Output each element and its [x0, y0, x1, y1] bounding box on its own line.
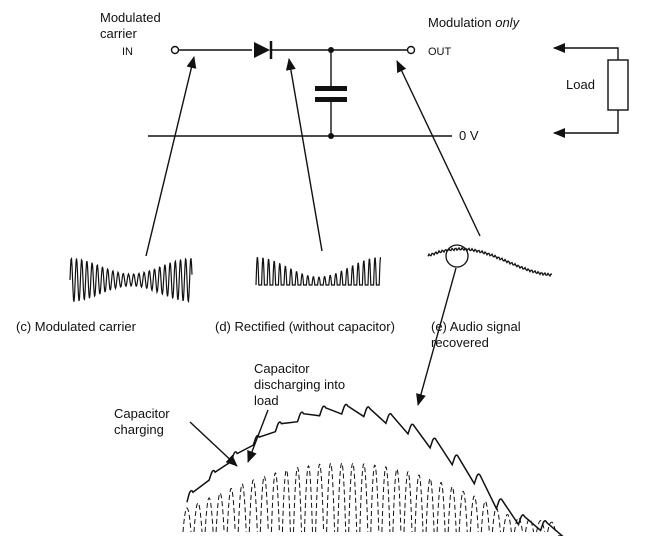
ground-label: 0 V: [459, 128, 479, 143]
carrier-half-cycle: [270, 472, 280, 533]
carrier-half-cycle: [491, 507, 501, 533]
carrier-half-cycle: [326, 462, 336, 533]
capacitor-plate-bottom: [315, 97, 347, 102]
input-label: Modulated carrier: [100, 10, 161, 41]
carrier-half-cycle: [536, 520, 546, 533]
carrier-half-cycle: [425, 478, 435, 533]
charging-label: Capacitor charging: [114, 406, 170, 437]
carrier-half-cycle: [315, 463, 325, 533]
load-label: Load: [566, 77, 595, 92]
carrier-half-cycle: [281, 469, 291, 533]
carrier-half-cycle: [381, 466, 391, 533]
rectified-trace: [255, 257, 381, 286]
carrier-half-cycle: [182, 507, 192, 533]
carrier-half-cycle: [414, 474, 424, 533]
load-resistor: [607, 59, 629, 111]
envelope-sawtooth: [186, 403, 564, 536]
carrier-half-cycle: [337, 462, 347, 533]
carrier-half-cycle: [348, 462, 358, 533]
capacitor-plate-top: [315, 86, 347, 91]
carrier-half-cycle: [525, 518, 534, 533]
carrier-half-cycle: [514, 517, 523, 533]
magnify-arrow: [416, 267, 457, 406]
carrier-half-cycle: [193, 502, 203, 533]
carrier-half-cycle: [458, 491, 468, 533]
carrier-half-cycle: [480, 500, 490, 533]
carrier-half-cycle: [215, 492, 225, 533]
rectified-waveform: [255, 257, 381, 286]
modulated-carrier-waveform: [69, 257, 193, 304]
pointer-arrow-d: [285, 58, 323, 252]
carrier-half-cycle: [304, 465, 313, 533]
discharging-label: Capacitor discharging into load: [254, 361, 346, 408]
carrier-half-cycle: [204, 497, 214, 533]
out-terminal-label: OUT: [428, 46, 452, 58]
output-label-text: Modulation: [428, 15, 496, 30]
carrier-half-cycle: [502, 514, 512, 533]
carrier-half-cycle: [293, 467, 302, 533]
diode-symbol: [254, 42, 270, 58]
caption-modulated-carrier: (c) Modulated carrier: [16, 319, 136, 334]
carrier-half-cycle: [436, 481, 446, 533]
caption-audio-signal: (e) Audio signal recovered: [431, 319, 521, 350]
carrier-trace: [69, 257, 193, 304]
caption-rectified: (d) Rectified (without capacitor): [215, 319, 395, 334]
out-terminal-dot: [406, 45, 416, 55]
carrier-half-cycle: [370, 464, 380, 533]
carrier-half-cycle: [447, 486, 457, 533]
charging-arrow: [189, 421, 238, 467]
load-lead-bottom: [553, 110, 619, 138]
pointer-arrow-c: [145, 56, 197, 257]
carrier-half-cycle: [469, 495, 479, 533]
output-label: Modulation only: [428, 15, 519, 31]
load-lead-top: [553, 43, 619, 60]
carrier-half-cycle: [237, 483, 247, 533]
detail-sawtooth-waveform: [182, 403, 564, 536]
in-terminal-dot: [170, 45, 180, 55]
carrier-half-cycle: [248, 479, 258, 533]
in-terminal-label: IN: [122, 46, 133, 58]
junction-dot: [328, 47, 334, 53]
carrier-half-cycle: [403, 471, 413, 533]
carrier-half-cycle: [392, 468, 402, 533]
junction-dot: [328, 133, 334, 139]
output-label-emphasis: only: [495, 15, 520, 30]
carrier-half-cycle: [359, 463, 369, 533]
magnify-circle: [445, 244, 469, 268]
carrier-half-cycle: [259, 476, 269, 533]
pointer-arrow-e: [396, 60, 481, 237]
carrier-half-cycle: [226, 488, 236, 533]
